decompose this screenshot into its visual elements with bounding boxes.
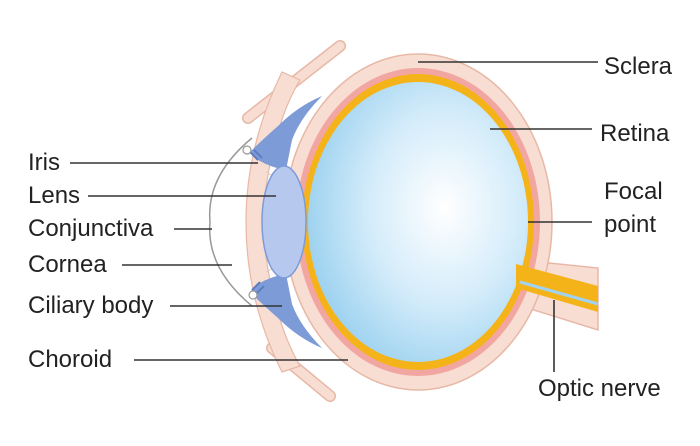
- cornea-shape: [208, 137, 253, 307]
- label-ciliary-body: Ciliary body: [28, 292, 154, 319]
- label-sclera: Sclera: [604, 53, 673, 80]
- label-cornea: Cornea: [28, 251, 107, 278]
- label-conjunctiva: Conjunctiva: [28, 215, 154, 242]
- iris-upper: [250, 96, 322, 170]
- label-optic-nerve: Optic nerve: [538, 375, 661, 402]
- iris-lower: [250, 274, 322, 348]
- lens-shape: [261, 165, 307, 279]
- vitreous-body: [308, 82, 528, 362]
- label-focal-point-line1: Focal: [604, 178, 663, 205]
- label-lens: Lens: [28, 182, 81, 209]
- label-retina: Retina: [600, 120, 670, 147]
- label-focal-point-line2: point: [604, 211, 657, 238]
- label-choroid: Choroid: [28, 346, 113, 373]
- label-iris: Iris: [28, 149, 60, 176]
- optic-nerve: [516, 264, 598, 312]
